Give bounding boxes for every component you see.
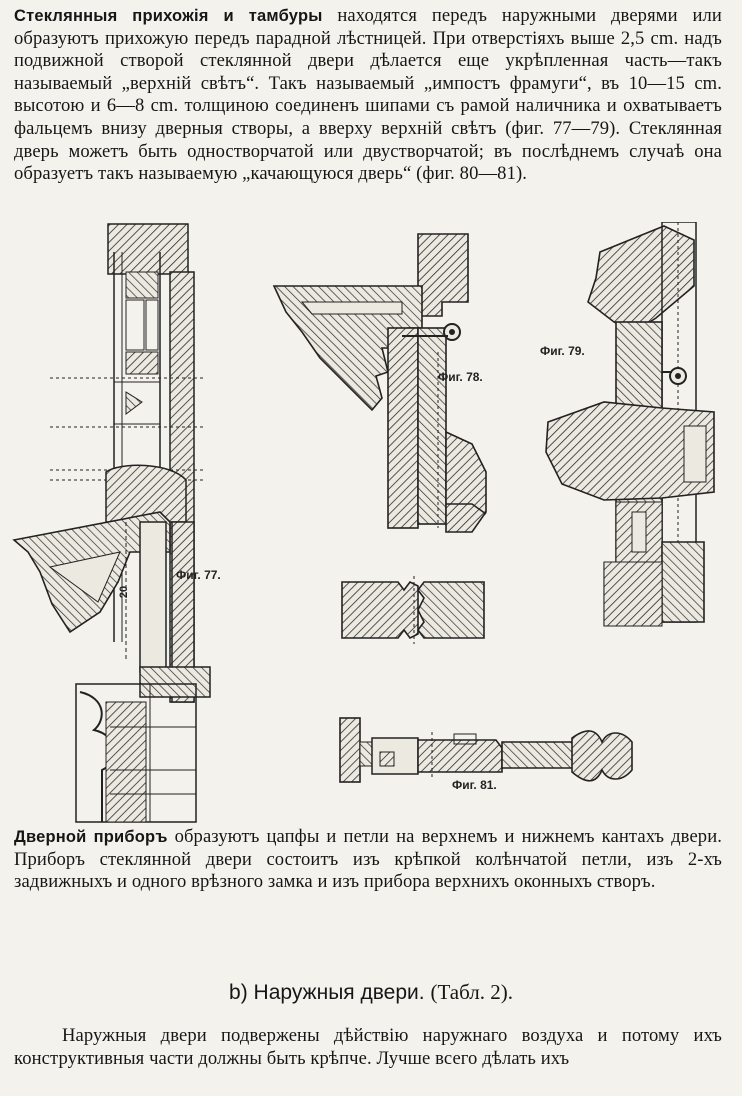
door-hardware-lead: Дверной приборъ (14, 828, 168, 846)
intro-paragraph: Стеклянныя прихожія и тамбуры находятся … (14, 5, 722, 186)
figure-79 (544, 222, 720, 634)
figure-78 (272, 232, 502, 542)
figure-81 (336, 712, 638, 796)
section-table-ref: (Табл. 2). (430, 980, 513, 1004)
figure-78-drawing (272, 233, 487, 533)
outer-doors-text: Наружныя двери подвержены дѣйствію наруж… (14, 1025, 722, 1069)
figure-79-drawing (545, 222, 715, 627)
intro-text: находятся передъ наружными дверями или о… (14, 5, 722, 185)
figure-81-drawing (339, 717, 633, 783)
door-hardware-text: образуютъ цапфы и петли на верхнемъ и ни… (14, 826, 723, 893)
figure-77-dimension: 20 (118, 585, 131, 599)
figure-80-drawing (341, 576, 485, 644)
figure-77: 20 (10, 222, 220, 824)
figure-80 (338, 576, 490, 644)
door-hardware-paragraph: Дверной приборъ образуютъ цапфы и петли … (14, 826, 722, 894)
figure-78-label: Фиг. 78. (438, 370, 483, 384)
section-title: b) Наружныя двери. (229, 981, 425, 1004)
figure-79-label: Фиг. 79. (540, 344, 585, 358)
outer-doors-paragraph: Наружныя двери подвержены дѣйствію наруж… (14, 1025, 722, 1070)
figure-77-label: Фиг. 77. (176, 568, 221, 582)
figure-81-label: Фиг. 81. (452, 778, 497, 792)
intro-lead: Стеклянныя прихожія и тамбуры (14, 7, 323, 25)
figure-77-drawing (12, 223, 211, 823)
section-heading: b) Наружныя двери. (Табл. 2). (0, 980, 742, 1005)
